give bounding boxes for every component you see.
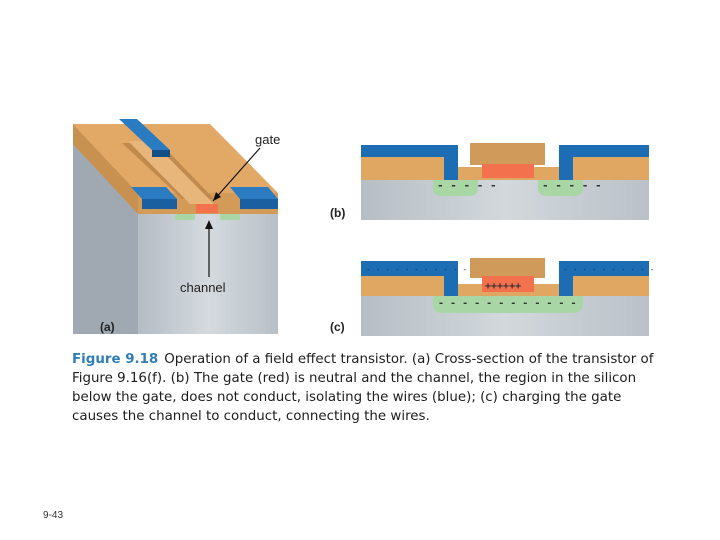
- doped-region-right: [220, 214, 240, 220]
- silicon-layer: [361, 180, 649, 220]
- oxide-top-face: [73, 124, 278, 193]
- panel-c-charged-gate: ++++++ - - - - - - - - - - - - - - - - -…: [330, 258, 655, 336]
- doped-region-right: [538, 180, 583, 196]
- wire-left-front: [142, 199, 177, 209]
- fet-figure: gate channel (a) - - - - - - - - - - (b)…: [73, 119, 655, 336]
- gate-label: gate: [255, 132, 280, 147]
- wire-left-contact: [444, 261, 458, 297]
- wire-right-front: [240, 199, 278, 209]
- oxide-layer-right: [559, 276, 649, 296]
- wire-left: [361, 261, 458, 276]
- gate-red: [196, 204, 218, 213]
- wire-left-contact: [444, 145, 458, 181]
- wire-right-top: [230, 187, 278, 199]
- oxide-layer-left: [361, 276, 458, 296]
- doped-charges-left: - - - - -: [437, 179, 497, 192]
- channel-arrowhead: [205, 220, 213, 229]
- panel-c-label: (c): [330, 320, 345, 334]
- caption-text: Operation of a field effect transistor. …: [72, 352, 654, 424]
- gate-bar-top: [128, 141, 214, 204]
- wire-charges-right: - - - - - - - - - -: [563, 265, 655, 274]
- doped-charges-right: - - - - -: [542, 179, 602, 192]
- gate-arrowhead: [213, 192, 221, 201]
- wire-rear-top: [119, 119, 170, 150]
- wire-charges-left: - - - - - - - - - - -: [366, 265, 467, 274]
- panel-a-transistor: gate channel (a): [73, 119, 280, 334]
- figure-number: Figure 9.18: [72, 352, 159, 367]
- doped-region-left: [175, 214, 195, 220]
- silicon-front-face: [138, 214, 278, 334]
- gate-positive-charges: ++++++: [485, 281, 521, 292]
- doped-region-left: [433, 180, 478, 196]
- silicon-side-face: [73, 124, 138, 334]
- wire-right: [559, 261, 649, 276]
- gate-arrow: [212, 147, 261, 202]
- gate-block: [470, 258, 545, 278]
- channel-charges: - - - - - - - - - - - -: [438, 298, 576, 309]
- gate-red: [482, 164, 534, 178]
- wire-left-top: [131, 187, 177, 199]
- wire-left: [361, 145, 458, 157]
- gate-block: [470, 143, 545, 165]
- gate-red: [482, 276, 534, 292]
- wire-rear-side: [152, 150, 170, 157]
- channel-region: [433, 296, 583, 313]
- wire-right: [559, 145, 649, 157]
- oxide-layer-left: [361, 157, 458, 180]
- oxide-layer-right: [559, 157, 649, 180]
- channel-label: channel: [180, 280, 226, 295]
- oxide-side-face: [73, 124, 138, 214]
- wire-right-contact: [559, 261, 573, 297]
- page-number: 9-43: [43, 510, 64, 521]
- wire-right-contact: [559, 145, 573, 181]
- panel-b-neutral-gate: - - - - - - - - - - (b): [330, 143, 649, 220]
- panel-b-label: (b): [330, 206, 345, 220]
- panel-a-label: (a): [100, 320, 115, 334]
